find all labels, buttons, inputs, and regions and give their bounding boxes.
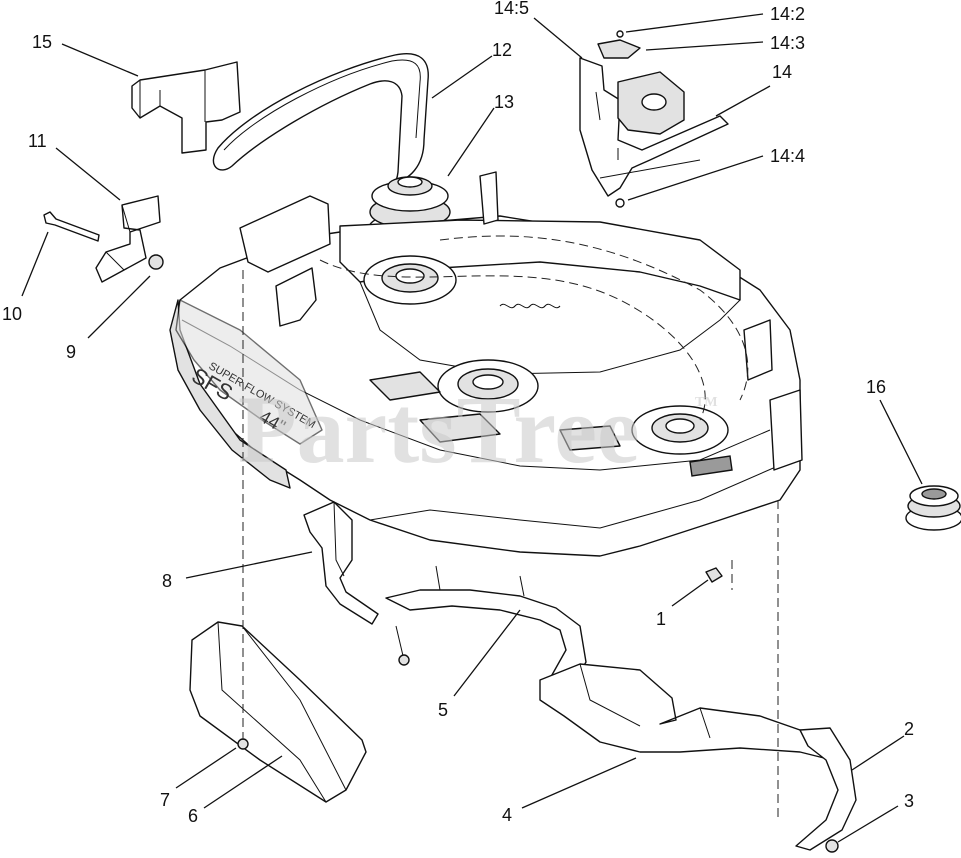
part-12-belt xyxy=(212,53,429,192)
part-4-baffle xyxy=(539,663,841,763)
callout-14-2: 14:2 xyxy=(770,4,805,24)
part-5-baffle xyxy=(385,565,587,691)
callout-14: 14 xyxy=(772,62,792,82)
callout-12: 12 xyxy=(492,40,512,60)
watermark: PartsTree xyxy=(238,376,640,483)
callout-14-4: 14:4 xyxy=(770,146,805,166)
callout-14-3: 14:3 xyxy=(770,33,805,53)
callout-2: 2 xyxy=(904,719,914,739)
callout-16: 16 xyxy=(866,377,886,397)
part-2-baffle xyxy=(795,727,857,851)
callout-8: 8 xyxy=(162,571,172,591)
part-1-bolt xyxy=(705,567,723,583)
part-16-pulley xyxy=(905,485,961,531)
callout-3: 3 xyxy=(904,791,914,811)
part-14-bracket-assembly xyxy=(579,30,729,208)
callout-15: 15 xyxy=(32,32,52,52)
callout-5: 5 xyxy=(438,700,448,720)
part-7-bolt xyxy=(237,738,249,750)
part-3-nut xyxy=(825,839,839,853)
callout-9: 9 xyxy=(66,342,76,362)
callout-1: 1 xyxy=(656,609,666,629)
leader-lines xyxy=(21,13,923,843)
callout-11: 11 xyxy=(28,131,47,151)
callout-13: 13 xyxy=(494,92,514,112)
part-11-bracket xyxy=(95,195,161,283)
part-15-bracket xyxy=(131,61,241,154)
watermark-tm: TM xyxy=(695,395,718,410)
callout-6: 6 xyxy=(188,806,198,826)
callout-4: 4 xyxy=(502,805,512,825)
callout-7: 7 xyxy=(160,790,170,810)
callout-14-5: 14:5 xyxy=(494,0,529,18)
part-9-nut xyxy=(148,254,164,270)
part-10-bolt xyxy=(43,211,100,242)
callout-10: 10 xyxy=(2,304,22,324)
part-6-chute-guard xyxy=(189,621,367,803)
part-8-bracket xyxy=(303,501,379,625)
mower-deck-housing: SUPER FLOW SYSTEM SFS 44" xyxy=(169,171,803,557)
